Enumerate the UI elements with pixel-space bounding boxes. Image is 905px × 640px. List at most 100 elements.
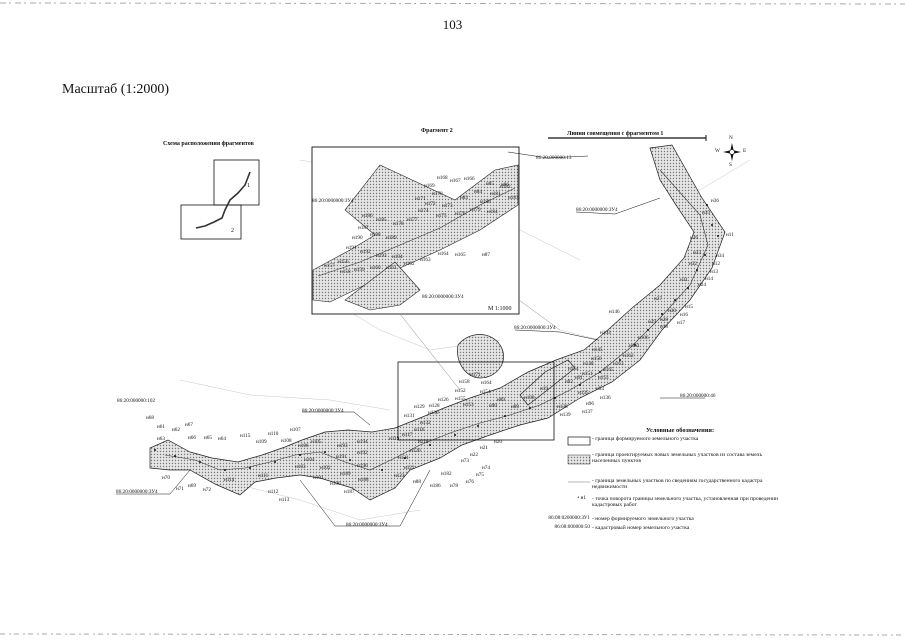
point-label: н168 bbox=[437, 175, 448, 181]
legend-item: - граница проектируемых новых земельных … bbox=[560, 452, 787, 465]
point-label: н123 bbox=[394, 473, 405, 479]
point-label: н188 bbox=[370, 232, 381, 238]
point-label: н30 bbox=[668, 308, 676, 314]
legend-text: - граница земельных участков по сведения… bbox=[592, 478, 763, 491]
point-label: н160 bbox=[370, 265, 381, 271]
compass-rose bbox=[723, 143, 741, 161]
point-label: н186 bbox=[362, 213, 373, 219]
cadastral-label: 86:20:000000:46 bbox=[680, 393, 716, 399]
point-label: н158 bbox=[340, 269, 351, 275]
point-label: н84 bbox=[474, 189, 482, 195]
point-label: н64 bbox=[218, 436, 226, 442]
point-label: н152 bbox=[455, 388, 466, 394]
legend-text: - кадастровый номер земельного участка bbox=[592, 525, 690, 531]
point-label: н193 bbox=[337, 443, 348, 449]
point-label: н117 bbox=[402, 432, 413, 438]
point-label: н91 bbox=[575, 375, 583, 381]
point-label: н192 bbox=[357, 450, 368, 456]
point-label: н129 bbox=[414, 404, 425, 410]
fragment-2-inset bbox=[311, 146, 520, 315]
point-label: н177 bbox=[407, 217, 418, 223]
point-label: н131 bbox=[404, 413, 415, 419]
point-label: н32 bbox=[689, 261, 697, 267]
point-label: н114 bbox=[224, 477, 235, 483]
point-label: н31 bbox=[680, 277, 688, 283]
point-label: н107 bbox=[290, 427, 301, 433]
point-label: н186 bbox=[430, 483, 441, 489]
point-label: н88 bbox=[413, 479, 421, 485]
point-label: н14 bbox=[705, 276, 713, 282]
point-label: н194 bbox=[357, 439, 368, 445]
point-label: н112 bbox=[268, 489, 279, 495]
cadastral-label: 86:20:0000000:ЗУ4 bbox=[116, 489, 158, 495]
legend-item: - граница формируемого земельного участк… bbox=[560, 436, 787, 446]
point-label: н181 bbox=[490, 191, 501, 197]
point-label: н166 bbox=[464, 176, 475, 182]
point-label: н63 bbox=[157, 436, 165, 442]
point-label: н16 bbox=[680, 312, 688, 318]
cadastral-label: 86:20:0000000:ЗУ4 bbox=[514, 325, 556, 331]
legend-symbols bbox=[567, 436, 591, 483]
point-label: н188 bbox=[358, 477, 369, 483]
boundary-points bbox=[154, 204, 719, 471]
point-label: н146 bbox=[609, 309, 620, 315]
point-label: н156 bbox=[338, 259, 349, 265]
point-label: н66 bbox=[188, 435, 196, 441]
point-label: н198 bbox=[524, 395, 535, 401]
page-number: 103 bbox=[442, 17, 463, 32]
point-label: н182 bbox=[441, 471, 452, 477]
point-label: н11 bbox=[726, 232, 734, 238]
fragment-2-title: Фрагмент 2 bbox=[421, 128, 453, 134]
point-label: н12 bbox=[712, 261, 720, 267]
point-label: н33 bbox=[693, 250, 701, 256]
point-label: н192 bbox=[360, 249, 371, 255]
legend-text: - номер формируемого земельного участка bbox=[592, 516, 694, 522]
land-plot-corridor bbox=[149, 144, 726, 501]
point-label: н13 bbox=[710, 269, 718, 275]
point-label: н191 bbox=[336, 454, 347, 460]
point-label: н75 bbox=[476, 472, 484, 478]
point-label: н90 bbox=[489, 403, 497, 409]
cadastral-label: 86:20:0000000:ЗУ4 bbox=[576, 207, 618, 213]
point-label: н65 bbox=[204, 435, 212, 441]
point-label: н61 bbox=[157, 424, 165, 430]
point-label: н154 bbox=[480, 389, 491, 395]
point-label: н86 bbox=[501, 182, 509, 188]
point-label: н137 bbox=[582, 409, 593, 415]
point-label: н78 bbox=[450, 483, 458, 489]
legend-point-symbol: • н1 bbox=[577, 495, 586, 501]
point-label: н145 bbox=[592, 347, 603, 353]
point-label: н193 bbox=[376, 253, 387, 259]
point-label: н190 bbox=[357, 463, 368, 469]
point-label: н71 bbox=[176, 486, 184, 492]
point-label: н136 bbox=[600, 395, 611, 401]
point-label: н35 bbox=[702, 210, 710, 216]
point-label: н153 bbox=[463, 402, 474, 408]
point-label: н116 bbox=[414, 427, 425, 433]
point-label: н21 bbox=[480, 445, 488, 451]
point-label: н183 bbox=[508, 195, 519, 201]
point-label: н159 bbox=[354, 267, 365, 273]
legend-cadastral-symbol: 86:08:000000:50 bbox=[554, 524, 590, 530]
point-label: н130 bbox=[428, 410, 439, 416]
point-label: н72 bbox=[203, 487, 211, 493]
point-label: н138 bbox=[557, 404, 568, 410]
legend-text: - граница проектируемых новых земельных … bbox=[592, 452, 763, 465]
cadastral-label: 86:20:000000:13 bbox=[536, 155, 572, 161]
point-label: н178 bbox=[393, 221, 404, 227]
point-label: н83 bbox=[460, 195, 468, 201]
scheme-label-2: 2 bbox=[231, 228, 234, 234]
legend-item: • н1 - точка поворота границы земельного… bbox=[560, 495, 787, 509]
point-label: н122 bbox=[404, 465, 415, 471]
point-label: н173 bbox=[442, 203, 453, 209]
point-label: н155 bbox=[455, 396, 466, 402]
point-label: н187 bbox=[344, 489, 355, 495]
point-label: н167 bbox=[450, 178, 461, 184]
fragment-scheme bbox=[180, 159, 260, 240]
point-label: н176 bbox=[455, 211, 466, 217]
point-label: н17 bbox=[677, 320, 685, 326]
point-label: н180 bbox=[480, 199, 491, 205]
cadastral-label: 86:20:0000000:ЗУ4 bbox=[422, 294, 464, 300]
compass-west-label: W bbox=[715, 148, 720, 154]
point-label: н165 bbox=[603, 367, 614, 373]
